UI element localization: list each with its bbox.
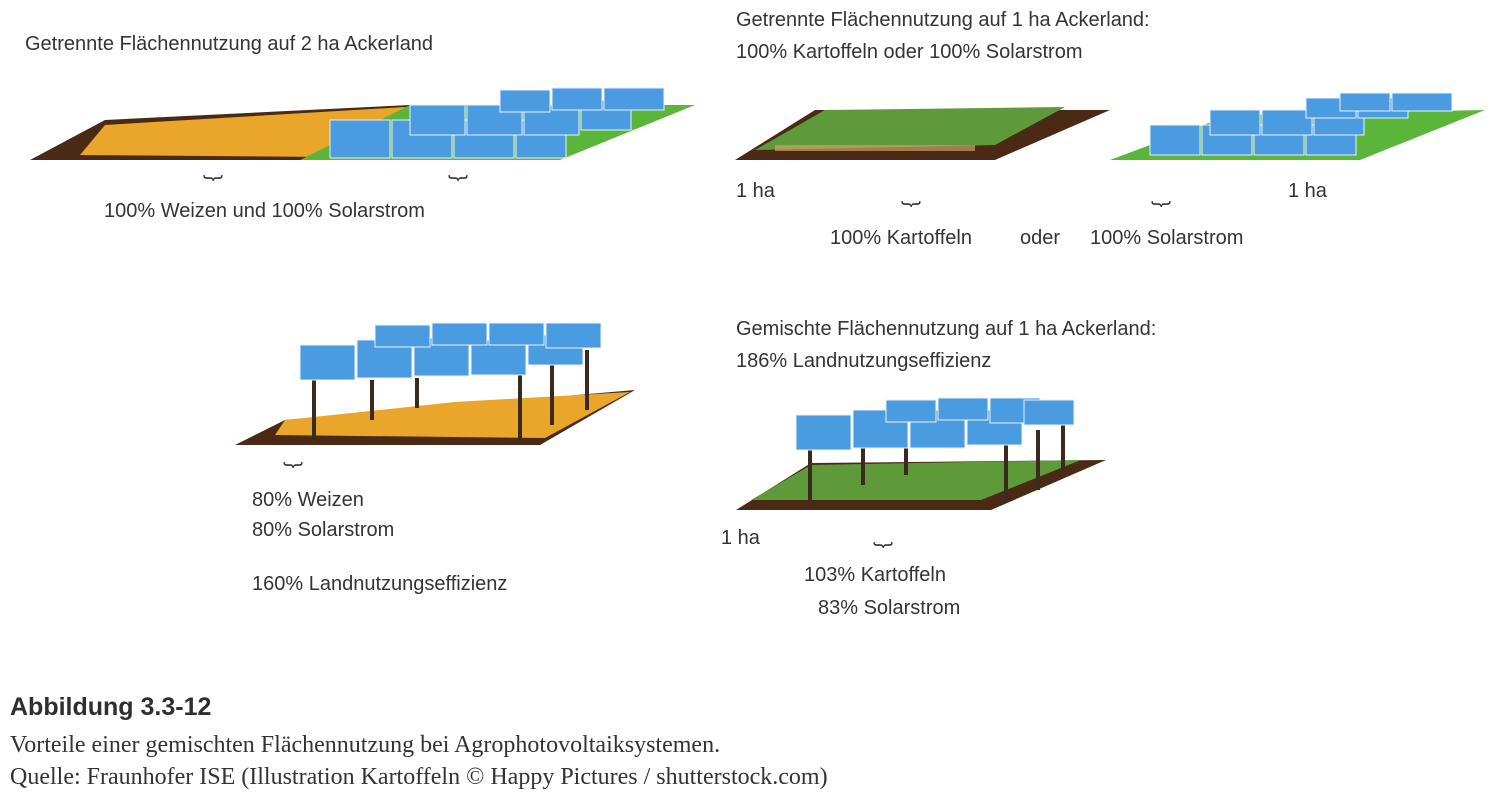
label-solar-80: 80% Solarstrom: [252, 519, 395, 541]
area-label-right: 1 ha: [1288, 180, 1327, 202]
caption-or: oder: [1020, 227, 1061, 249]
figure-source: Quelle: Fraunhofer ISE (Illustration Kar…: [10, 764, 828, 790]
brace-icon: }: [1150, 200, 1173, 208]
panel-title-mixed-line2: 186% Landnutzungseffizienz: [736, 350, 992, 372]
area-label-left: 1 ha: [736, 180, 775, 202]
label-potatoes-103: 103% Kartoffeln: [804, 564, 946, 586]
figure-label: Abbildung 3.3-12: [10, 693, 212, 721]
brace-icon: }: [282, 461, 305, 469]
illustration-agrivoltaic-potato: [736, 397, 1106, 510]
brace-icon: }: [872, 541, 895, 549]
caption-separate-2ha: 100% Weizen und 100% Solarstrom: [104, 200, 425, 222]
brace-icon: }: [202, 174, 225, 182]
caption-potatoes: 100% Kartoffeln: [830, 227, 972, 249]
panel-title-separate-2ha: Getrennte Flächennutzung auf 2 ha Ackerl…: [25, 33, 434, 55]
panel-title-mixed-line1: Gemischte Flächennutzung auf 1 ha Ackerl…: [736, 318, 1157, 340]
label-land-efficiency-160: 160% Landnutzungseffizienz: [252, 573, 508, 595]
figure-description: Vorteile einer gemischten Flächennutzung…: [10, 732, 721, 758]
panel-title-separate-1ha-line1: Getrennte Flächennutzung auf 1 ha Ackerl…: [736, 9, 1150, 31]
area-label-mixed: 1 ha: [721, 527, 760, 549]
label-solar-83: 83% Solarstrom: [818, 597, 961, 619]
illustration-potato-field: [735, 107, 1110, 160]
caption-solar: 100% Solarstrom: [1090, 227, 1244, 249]
illustration-wheat-and-solar-field: [30, 87, 695, 160]
brace-icon: }: [900, 200, 923, 208]
label-wheat-80: 80% Weizen: [252, 489, 364, 511]
panel-title-separate-1ha-line2: 100% Kartoffeln oder 100% Solarstrom: [736, 41, 1083, 63]
illustration-agrivoltaic-wheat: [235, 322, 635, 445]
brace-icon: }: [447, 174, 470, 182]
illustration-solar-field: [1110, 92, 1485, 160]
